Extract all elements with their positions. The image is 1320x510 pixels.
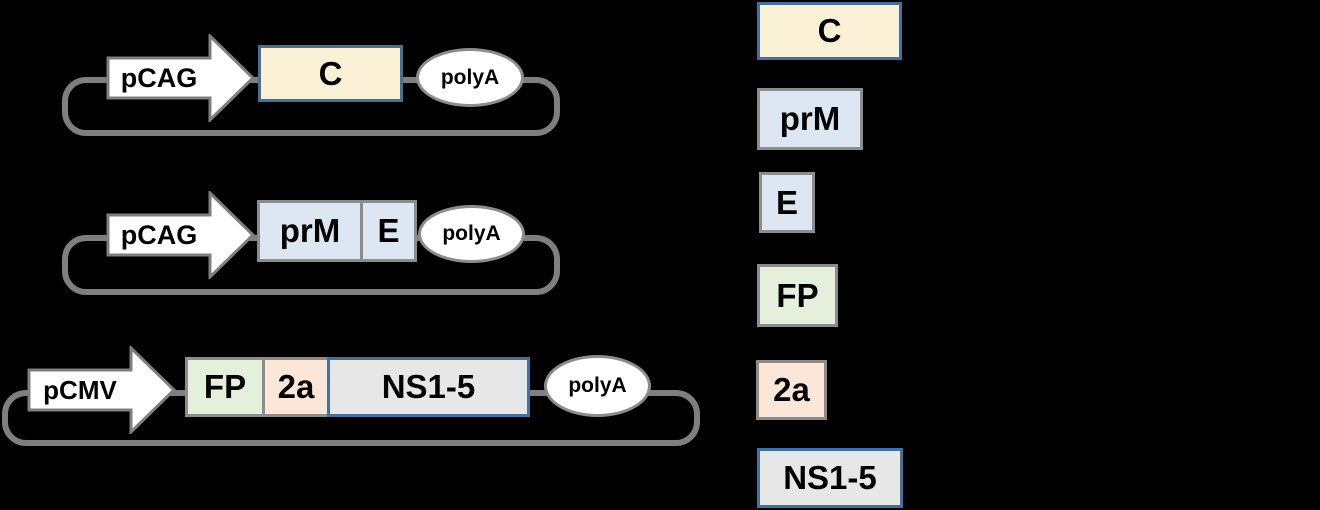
promoter-arrow-shape <box>106 34 256 122</box>
promoter-arrow-pcag-1: pCAG <box>106 34 256 122</box>
gene-label: NS1-5 <box>381 368 476 405</box>
promoter-arrow-pcmv: pCMV <box>27 346 177 434</box>
legend-label: C <box>817 12 842 49</box>
legend-label: NS1-5 <box>783 459 877 496</box>
gene-box-prm: prM <box>257 200 363 262</box>
legend-swatch-2a: 2a <box>756 360 827 420</box>
gene-box-e: E <box>360 200 417 262</box>
terminator-label: polyA <box>568 374 627 397</box>
legend-label: FP <box>776 276 819 314</box>
gene-label: C <box>318 54 343 92</box>
gene-box-2a: 2a <box>262 357 330 417</box>
legend-swatch-fp: FP <box>757 264 838 327</box>
promoter-arrow-shape <box>27 346 177 434</box>
gene-box-ns1-5: NS1-5 <box>327 357 530 417</box>
legend-swatch-c: C <box>757 2 902 60</box>
legend-swatch-ns1-5: NS1-5 <box>757 448 903 508</box>
polya-terminator-1: polyA <box>416 48 524 107</box>
promoter-label: pCAG <box>121 220 198 250</box>
legend-label: prM <box>779 100 841 137</box>
legend-label: 2a <box>773 371 810 408</box>
promoter-label: pCAG <box>121 63 198 93</box>
legend-label: E <box>775 183 798 221</box>
terminator-label: polyA <box>440 65 500 89</box>
gene-label: prM <box>279 212 341 249</box>
terminator-label: polyA <box>442 222 501 245</box>
gene-box-fp: FP <box>185 357 265 417</box>
gene-label: 2a <box>277 368 315 405</box>
legend-swatch-e: E <box>759 172 815 233</box>
gene-label: E <box>377 212 400 249</box>
polya-terminator-2: polyA <box>418 205 525 263</box>
polya-terminator-3: polyA <box>544 355 651 417</box>
legend-swatch-prm: prM <box>757 88 863 150</box>
gene-label: FP <box>203 368 247 405</box>
promoter-arrow-shape <box>106 191 256 279</box>
promoter-label: pCMV <box>43 375 117 405</box>
promoter-arrow-pcag-2: pCAG <box>106 191 256 279</box>
gene-box-c: C <box>258 45 403 102</box>
